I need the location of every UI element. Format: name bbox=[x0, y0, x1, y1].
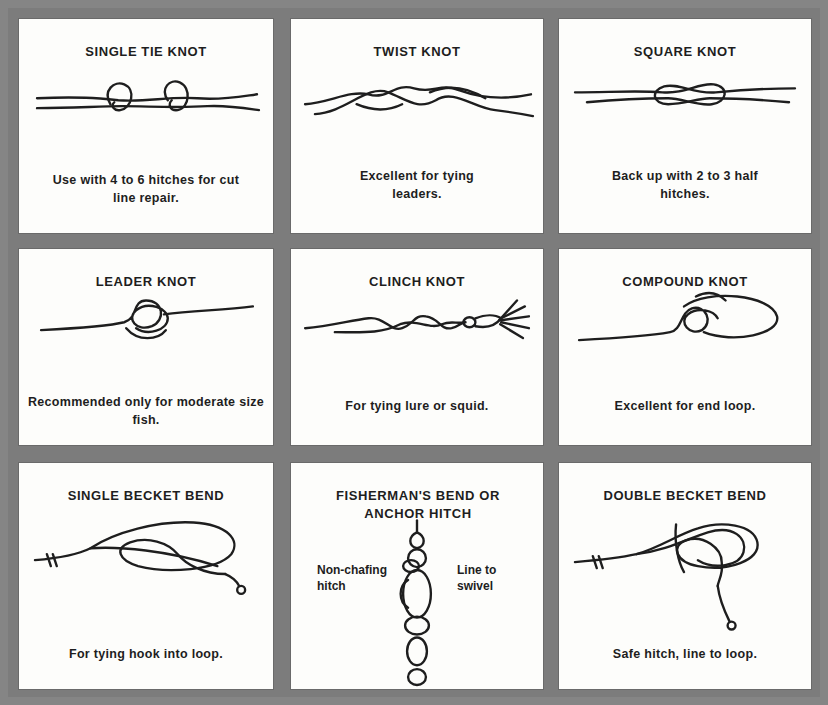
knot-panel: COMPOUND KNOT Excellent for end loop. bbox=[558, 248, 812, 446]
knot-panel: TWIST KNOT Excellent for tying leaders. bbox=[290, 18, 544, 234]
knot-stroke bbox=[684, 296, 777, 337]
knot-stroke bbox=[696, 293, 726, 300]
knot-stroke bbox=[90, 548, 217, 566]
knot-panel: SINGLE TIE KNOT Use with 4 to 6 hitches f… bbox=[18, 18, 274, 234]
knot-stroke bbox=[41, 300, 168, 331]
knot-stroke bbox=[718, 586, 730, 622]
knot-stroke bbox=[315, 91, 533, 116]
knot-panel: CLINCH KNOT For tying lure or squid. bbox=[290, 248, 544, 446]
knot-stroke bbox=[126, 328, 166, 338]
knot-stroke bbox=[676, 524, 684, 572]
knot-stroke bbox=[464, 317, 476, 327]
knot-stroke bbox=[37, 106, 259, 110]
knot-stroke bbox=[475, 315, 501, 327]
knot-title: CLINCH KNOT bbox=[299, 273, 535, 291]
knot-caption: Back up with 2 to 3 half hitches. bbox=[600, 168, 770, 203]
knot-stroke bbox=[35, 522, 234, 574]
knot-stroke bbox=[237, 586, 245, 594]
knot-caption: Recommended only for moderate size fish. bbox=[28, 394, 264, 429]
knot-panel: SINGLE BECKET BEND For tying hook into lo… bbox=[18, 462, 274, 690]
knot-stroke bbox=[416, 520, 418, 532]
knot-stroke bbox=[403, 570, 431, 618]
knot-stroke bbox=[165, 82, 188, 111]
knot-stroke bbox=[499, 300, 517, 320]
knot-title: DOUBLE BECKET BEND bbox=[567, 487, 803, 505]
knot-stroke bbox=[335, 322, 464, 332]
knot-stroke bbox=[408, 549, 426, 567]
knot-caption: For tying lure or squid. bbox=[307, 398, 527, 416]
knot-stroke bbox=[410, 532, 423, 548]
knot-stroke bbox=[225, 574, 239, 586]
knot-stroke bbox=[37, 94, 257, 100]
knot-caption: Excellent for tying leaders. bbox=[337, 168, 497, 203]
side-label: Line to swivel bbox=[457, 563, 521, 594]
knot-title: LEADER KNOT bbox=[27, 273, 265, 291]
knot-stroke bbox=[575, 525, 758, 586]
knot-stroke bbox=[164, 306, 253, 314]
knot-stroke bbox=[357, 104, 403, 109]
knot-title: COMPOUND KNOT bbox=[567, 273, 803, 291]
knot-stroke bbox=[408, 669, 426, 685]
knot-title: FISHERMAN'S BEND OR ANCHOR HITCH bbox=[313, 487, 523, 522]
knot-stroke bbox=[579, 308, 718, 340]
knot-stroke bbox=[405, 617, 429, 635]
knot-stroke bbox=[575, 84, 725, 104]
knot-stroke bbox=[593, 556, 597, 568]
side-label: Non-chafing hitch bbox=[317, 563, 395, 594]
knot-stroke bbox=[430, 88, 485, 99]
knot-stroke bbox=[599, 556, 603, 568]
knot-title: SINGLE TIE KNOT bbox=[27, 43, 265, 61]
knot-caption: Use with 4 to 6 hitches for cut line rep… bbox=[51, 172, 241, 207]
knot-caption: For tying hook into loop. bbox=[33, 646, 259, 664]
knot-caption: Safe hitch, line to loop. bbox=[572, 646, 798, 664]
knot-stroke bbox=[500, 324, 523, 338]
knot-title: TWIST KNOT bbox=[299, 43, 535, 61]
knot-stroke bbox=[47, 554, 51, 566]
knot-stroke bbox=[53, 554, 57, 566]
knot-stroke bbox=[636, 530, 744, 566]
knot-stroke bbox=[501, 316, 529, 320]
knot-title: SINGLE BECKET BEND bbox=[27, 487, 265, 505]
knot-caption: Excellent for end loop. bbox=[575, 398, 795, 416]
knot-stroke bbox=[305, 316, 465, 329]
knot-stroke bbox=[305, 87, 531, 104]
knot-panel: DOUBLE BECKET BEND Safe hitch, line to lo… bbox=[558, 462, 812, 690]
knot-title: SQUARE KNOT bbox=[567, 43, 803, 61]
knot-panel: LEADER KNOT Recommended only for moderate… bbox=[18, 248, 274, 446]
knot-panel: SQUARE KNOT Back up with 2 to 3 half hitc… bbox=[558, 18, 812, 234]
knot-stroke bbox=[401, 580, 408, 608]
knot-stroke bbox=[655, 86, 795, 105]
knot-stroke bbox=[407, 637, 427, 665]
knot-stroke bbox=[728, 622, 736, 630]
knot-panel: FISHERMAN'S BEND OR ANCHOR HITCH Non-chaf… bbox=[290, 462, 544, 690]
knot-stroke bbox=[108, 84, 132, 111]
